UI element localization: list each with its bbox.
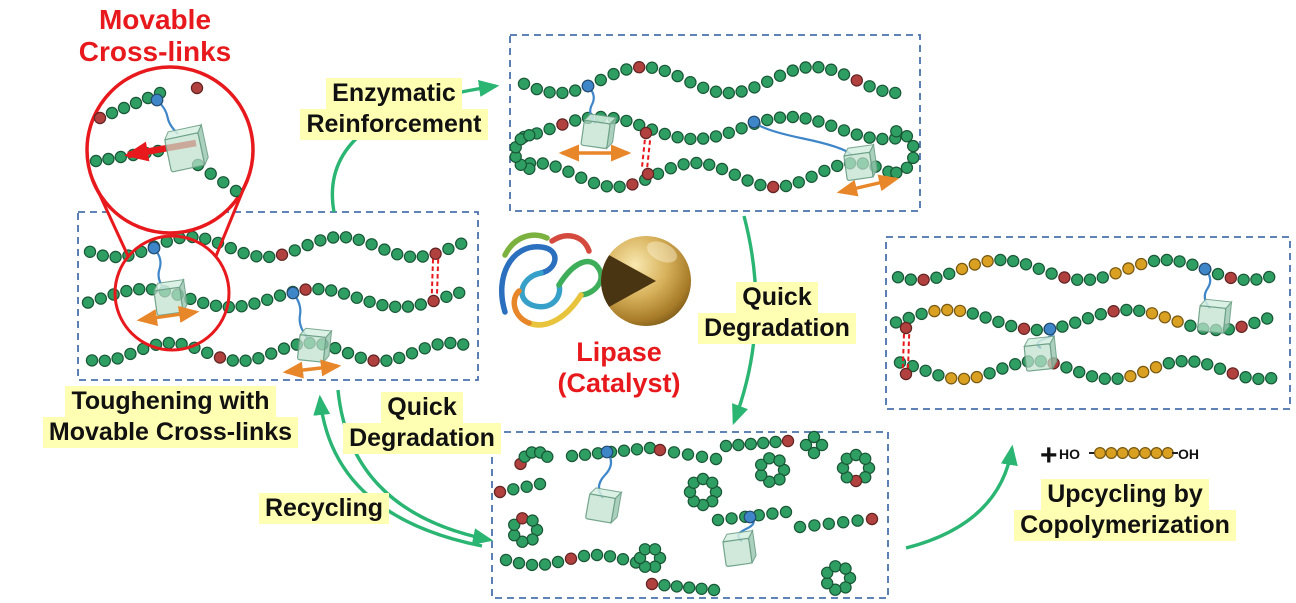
reinforced-network-box <box>509 34 921 212</box>
label-upcycling-line2: Copolymerization <box>1014 510 1236 541</box>
diol-oh-label: OH <box>1178 446 1199 462</box>
label-lipase-line2: (Catalyst) <box>557 368 681 399</box>
label-quick-degradation-right-line2: Degradation <box>698 313 856 344</box>
label-movable-crosslinks-line1: Movable <box>98 4 212 35</box>
label-quick-degradation-left: Quick Degradation <box>336 392 508 454</box>
label-enzymatic-line2: Reinforcement <box>300 109 488 140</box>
label-movable-crosslinks: Movable Cross-links <box>30 4 280 69</box>
label-enzymatic-reinforcement: Enzymatic Reinforcement <box>294 78 494 140</box>
label-recycling: Recycling <box>250 493 398 524</box>
label-toughening-line2: Movable Cross-links <box>42 417 299 448</box>
diol-monomer-art <box>1089 447 1178 460</box>
label-upcycling: Upcycling by Copolymerization <box>1002 479 1248 541</box>
label-lipase-line1: Lipase <box>576 337 662 367</box>
label-enzymatic-line1: Enzymatic <box>326 78 462 109</box>
label-quick-degradation-left-line1: Quick <box>381 392 463 423</box>
plus-sign: + <box>1040 439 1058 472</box>
lipase-pacman-icon <box>601 236 691 326</box>
label-upcycling-line1: Upcycling by <box>1041 479 1209 510</box>
label-quick-degradation-right: Quick Degradation <box>692 282 862 344</box>
diol-ho-label: HO <box>1059 446 1080 462</box>
toughened-network-box <box>77 211 479 381</box>
label-toughening: Toughening with Movable Cross-links <box>18 386 323 448</box>
label-lipase-catalyst: Lipase (Catalyst) <box>513 337 725 400</box>
degraded-fragments-box <box>491 430 889 599</box>
label-movable-crosslinks-line2: Cross-links <box>78 36 232 68</box>
copolymer-network-box <box>885 236 1291 410</box>
label-quick-degradation-left-line2: Degradation <box>343 423 501 454</box>
magnifier-callout <box>85 65 255 352</box>
lipase-protein-icon <box>499 232 604 328</box>
label-quick-degradation-right-line1: Quick <box>736 282 818 313</box>
label-recycling-line1: Recycling <box>258 493 390 524</box>
label-toughening-line1: Toughening with <box>65 386 276 417</box>
